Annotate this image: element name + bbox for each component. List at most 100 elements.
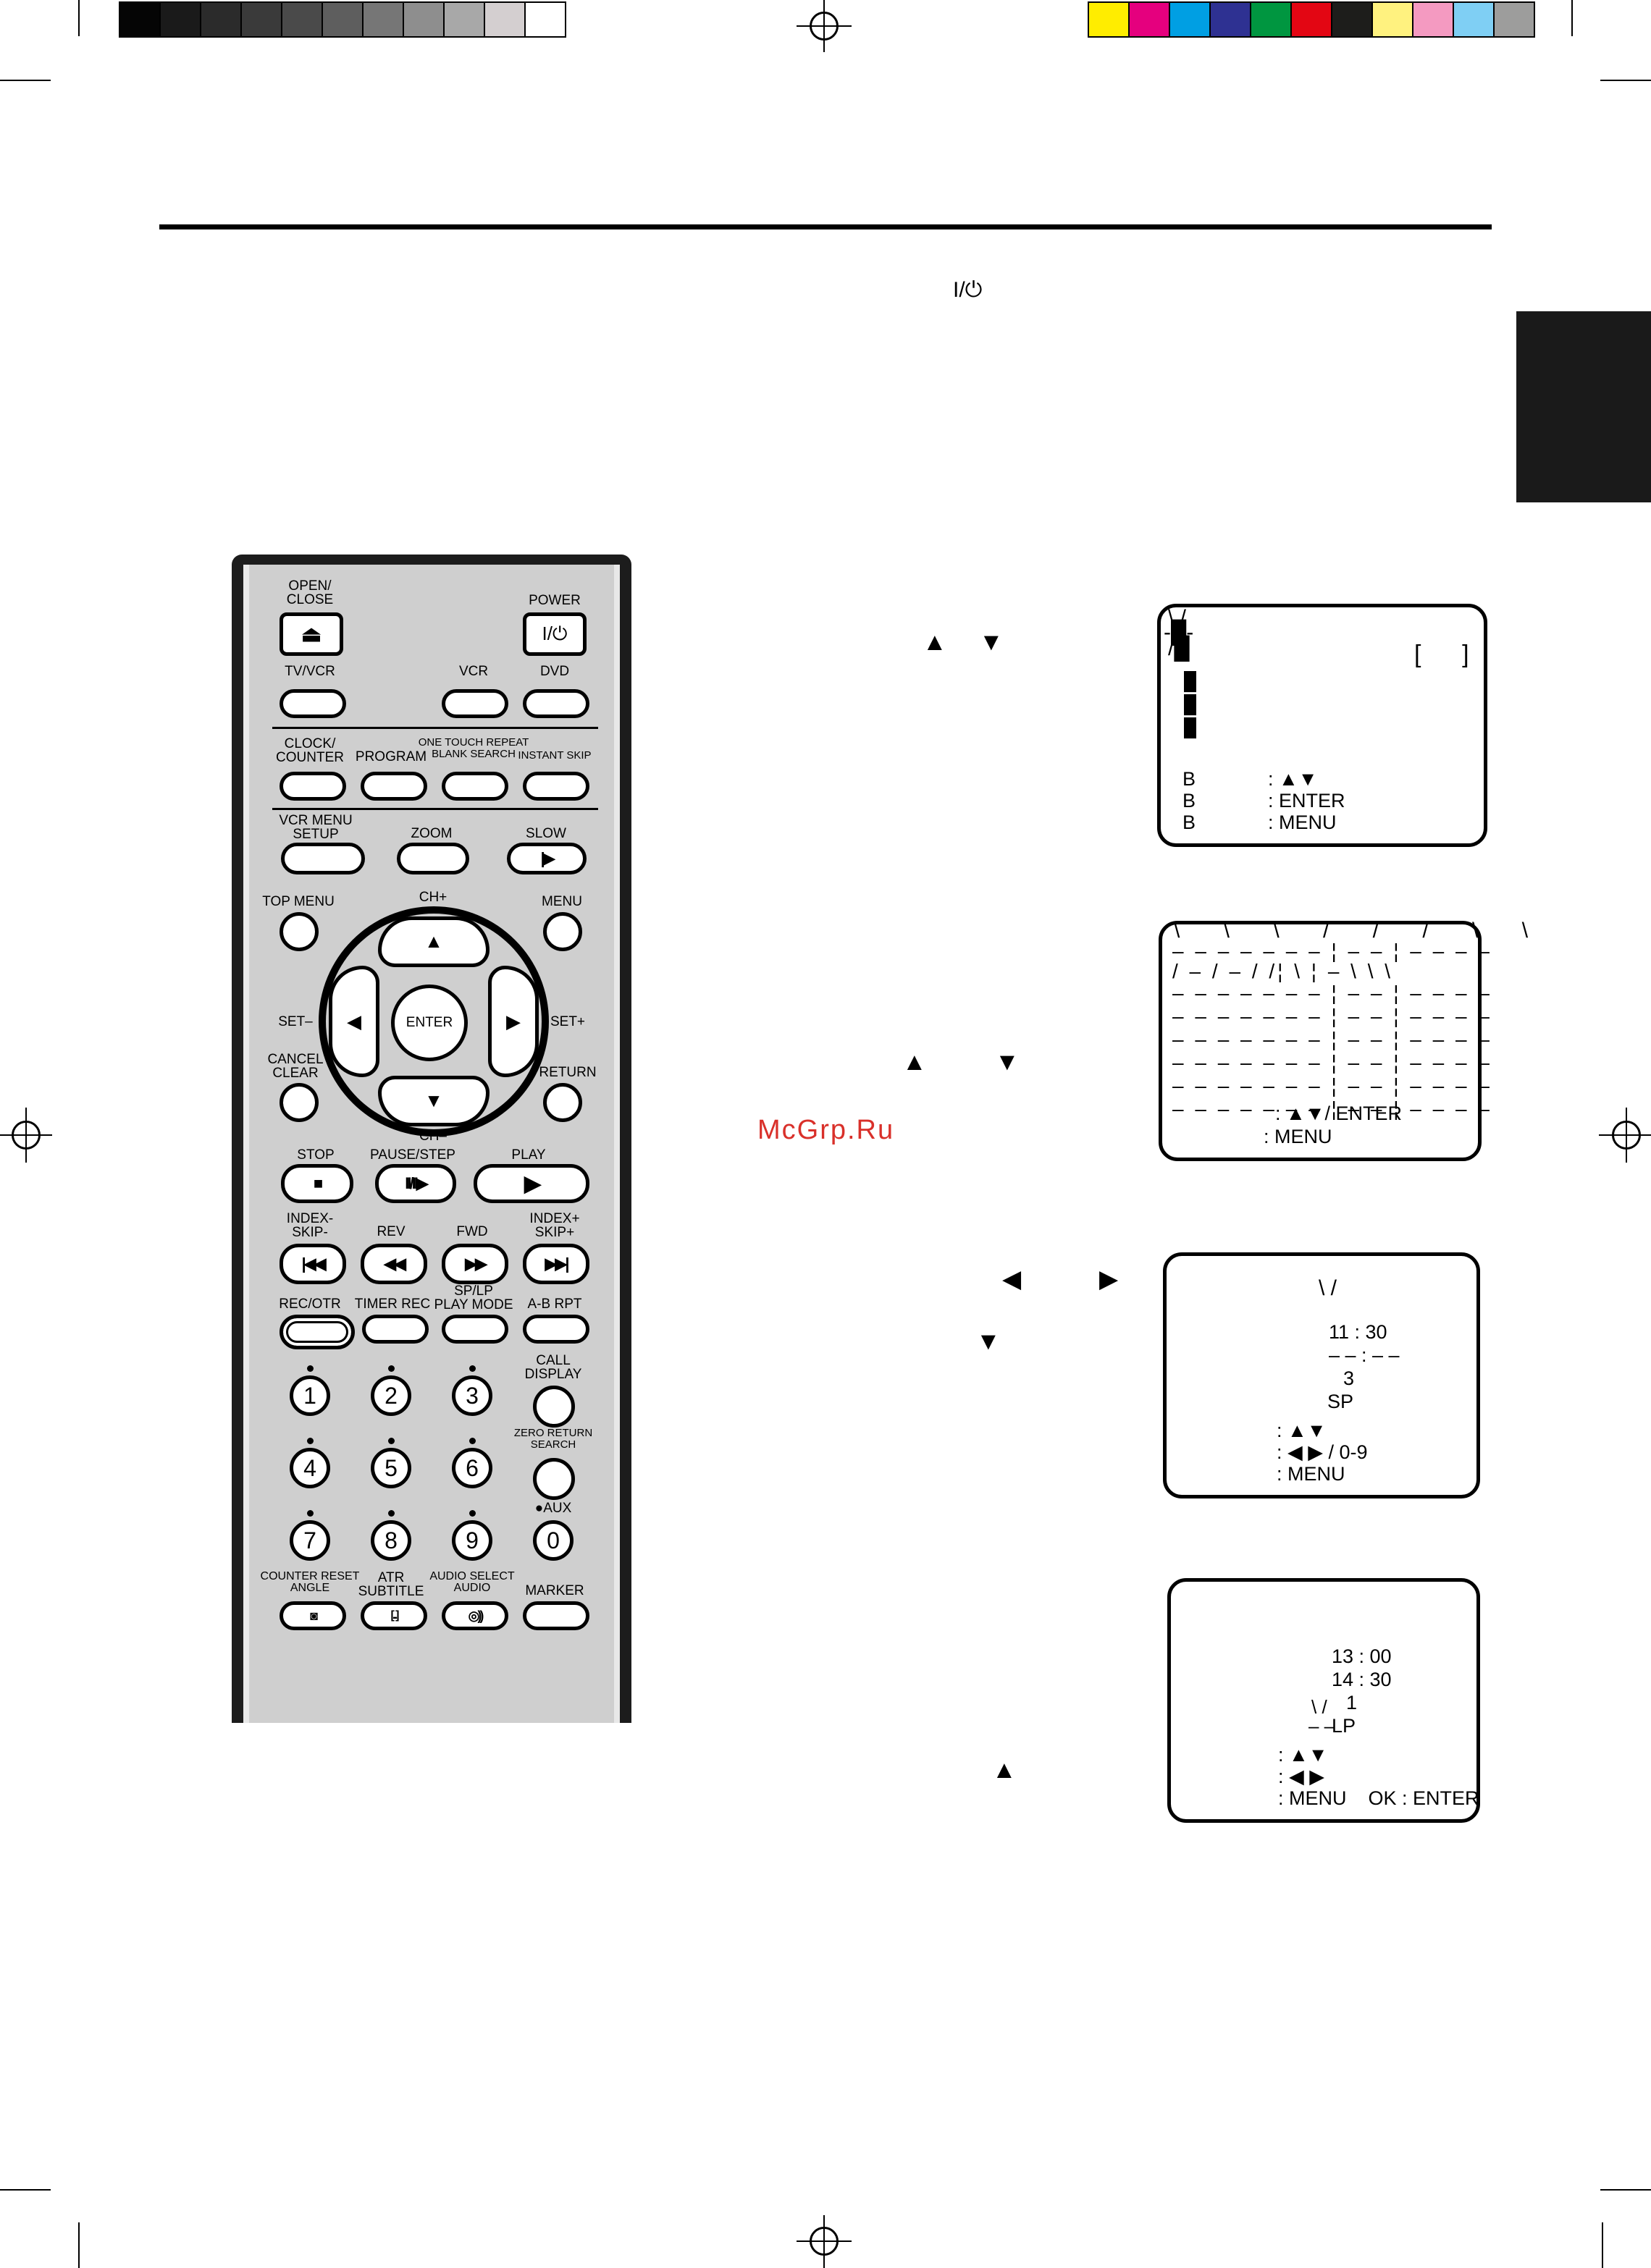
audio-button[interactable]: ◎)) <box>442 1601 508 1630</box>
down-arrow-icon: ▼ <box>995 1048 1020 1076</box>
fwd-button[interactable]: ▶▶ <box>442 1244 508 1284</box>
registration-swatch <box>1290 1 1332 38</box>
rec-otr-label: REC/OTR <box>279 1297 341 1312</box>
ch-down-button[interactable]: ▼ <box>378 1076 490 1126</box>
digit-5-button[interactable]: 5 <box>371 1448 411 1488</box>
ab-rpt-button[interactable] <box>523 1315 589 1344</box>
digit-3-button[interactable]: 3 <box>452 1375 492 1416</box>
digit-4-button[interactable]: 4 <box>290 1448 330 1488</box>
return-button[interactable] <box>543 1083 582 1122</box>
menu-button[interactable] <box>543 912 582 951</box>
registration-swatch <box>1209 1 1251 38</box>
digit-7-button[interactable]: 7 <box>290 1520 330 1561</box>
registration-swatch <box>362 1 404 38</box>
hint-select: : ▲▼ <box>1278 1744 1328 1766</box>
crosshair-line <box>1599 1134 1651 1136</box>
hint-move: : ◀ ▶ <box>1278 1766 1325 1787</box>
vcr-menu-setup-button[interactable] <box>281 843 365 874</box>
tv-vcr-button[interactable] <box>280 689 346 718</box>
dot-marker <box>388 1438 395 1444</box>
osd-screen-timer-confirm: 13 : 00 14 : 30 1 \ / LP – – : ▲▼ : ◀ ▶ … <box>1167 1578 1480 1823</box>
sp-lp-button[interactable] <box>442 1315 508 1344</box>
digit-9-button[interactable]: 9 <box>452 1520 492 1561</box>
index-skip-plus-label: INDEX+ SKIP+ <box>529 1211 580 1240</box>
angle-button[interactable]: ◙ <box>280 1601 346 1630</box>
fast-forward-icon: ▶▶ <box>465 1255 487 1273</box>
cancel-clear-button[interactable] <box>280 1083 319 1122</box>
flash-cursor-icon: \ / <box>1168 606 1187 630</box>
rec-otr-button[interactable] <box>280 1315 355 1349</box>
stop-button[interactable]: ■ <box>281 1164 353 1203</box>
registration-swatch <box>159 1 201 38</box>
power-button[interactable]: I/⏻ <box>523 612 587 656</box>
open-close-label: OPEN/ CLOSE <box>286 578 334 607</box>
remote-control: OPEN/ CLOSE ⏏ POWER I/⏻ TV/VCR VCR DVD C… <box>232 555 631 1723</box>
skip-forward-icon: ▶▶| <box>545 1255 570 1273</box>
crop-mark <box>1600 2189 1651 2191</box>
registration-swatch <box>443 1 485 38</box>
top-menu-label: TOP MENU <box>262 894 335 909</box>
hint-enter: : ENTER <box>1268 790 1345 811</box>
hint-menu: : MENU <box>1264 1126 1332 1147</box>
hint-select-enter: : ▲▼/ ENTER <box>1275 1103 1402 1124</box>
zoom-label: ZOOM <box>411 826 453 841</box>
hint-select: : ▲▼ <box>1268 768 1318 790</box>
play-button[interactable]: ▶ <box>474 1164 589 1203</box>
cancel-clear-label: CANCEL CLEAR <box>267 1052 324 1081</box>
ch-minus-label: CH– <box>419 1129 448 1144</box>
one-touch-label: ONE TOUCH REPEAT BLANK SEARCH <box>418 736 529 760</box>
digit-1-button[interactable]: 1 <box>290 1375 330 1416</box>
instant-skip-button[interactable] <box>523 772 589 801</box>
remote-panel: OPEN/ CLOSE ⏏ POWER I/⏻ TV/VCR VCR DVD C… <box>243 565 620 1723</box>
hint-menu-ok: : MENU OK : ENTER <box>1278 1787 1479 1809</box>
digit-0-button[interactable]: 0 <box>533 1520 574 1561</box>
index-skip-minus-label: INDEX- SKIP- <box>286 1211 334 1240</box>
clock-counter-button[interactable] <box>280 772 346 801</box>
marker-button[interactable] <box>523 1601 589 1630</box>
menu-item-marker: █ <box>1184 695 1197 714</box>
skip-forward-button[interactable]: ▶▶| <box>523 1244 589 1284</box>
program-row: – – – – – – – ¦ – – ¦ – – – – <box>1172 1005 1492 1027</box>
registration-swatch <box>1412 1 1454 38</box>
digit-2-button[interactable]: 2 <box>371 1375 411 1416</box>
digit-8-button[interactable]: 8 <box>371 1520 411 1561</box>
slow-button[interactable]: |▶ <box>507 843 587 874</box>
vcr-menu-setup-label: VCR MENU SETUP <box>279 813 353 842</box>
atr-subtitle-label: ATR SUBTITLE <box>358 1570 424 1599</box>
crosshair-line <box>797 25 852 27</box>
open-close-button[interactable]: ⏏ <box>280 612 343 656</box>
call-display-button[interactable] <box>533 1386 575 1428</box>
menu-item-marker: █ <box>1184 718 1197 738</box>
crop-mark <box>1600 80 1651 81</box>
divider-line <box>272 808 598 810</box>
menu-label: MENU <box>542 894 582 909</box>
dot-marker <box>388 1365 395 1372</box>
speed-value: SP <box>1327 1391 1354 1412</box>
timer-rec-label: TIMER REC <box>354 1297 431 1312</box>
subtitle-button[interactable]: [...] <box>361 1601 427 1630</box>
rev-button[interactable]: ◀◀ <box>361 1244 427 1284</box>
audio-icon: ◎)) <box>468 1608 484 1623</box>
set-minus-button[interactable]: ◀ <box>329 966 379 1077</box>
ch-up-button[interactable]: ▲ <box>378 916 490 967</box>
flash-cursor-icon: -█- <box>1164 620 1194 644</box>
zoom-button[interactable] <box>397 843 469 874</box>
hint-select: : ▲▼ <box>1277 1420 1327 1441</box>
zero-return-button[interactable] <box>533 1458 575 1500</box>
digit-6-button[interactable]: 6 <box>452 1448 492 1488</box>
program-button[interactable] <box>361 772 427 801</box>
timer-rec-button[interactable] <box>362 1315 429 1344</box>
program-row: – – – – – – – ¦ – – ¦ – – – – <box>1172 1051 1492 1074</box>
call-display-label: CALL DISPLAY <box>524 1353 582 1382</box>
pause-step-icon: II/II▶ <box>405 1174 428 1192</box>
one-touch-repeat-button[interactable] <box>442 772 508 801</box>
set-plus-button[interactable]: ▶ <box>488 966 539 1077</box>
power-label: POWER <box>529 593 581 608</box>
slow-label: SLOW <box>526 826 566 841</box>
top-menu-button[interactable] <box>280 912 319 951</box>
skip-back-button[interactable]: |◀◀ <box>280 1244 346 1284</box>
enter-button[interactable]: ENTER <box>391 985 468 1061</box>
vcr-button[interactable] <box>442 689 508 718</box>
pause-step-button[interactable]: II/II▶ <box>375 1164 456 1203</box>
dvd-button[interactable] <box>523 689 589 718</box>
